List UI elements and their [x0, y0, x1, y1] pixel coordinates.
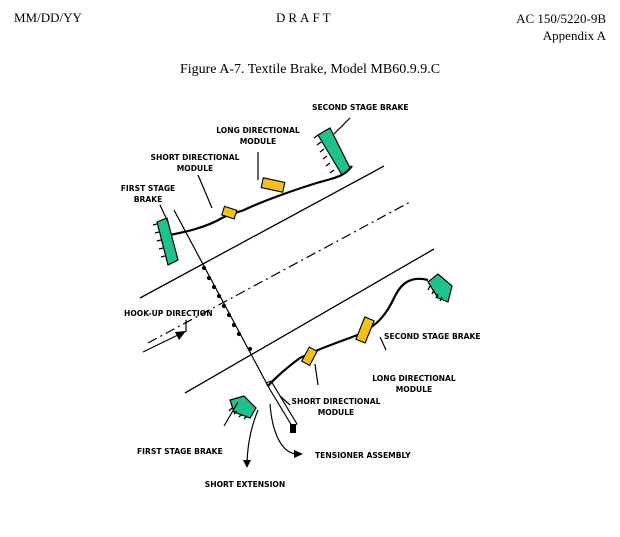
label-short-directional-module-top-1: SHORT DIRECTIONAL	[151, 153, 240, 162]
tape-route-top	[164, 165, 353, 238]
tensioner-assembly	[265, 380, 298, 433]
header-appendix: Appendix A	[542, 28, 606, 43]
label-hook-up-direction: HOOK-UP DIRECTION	[124, 309, 213, 318]
purchase-tape	[173, 209, 269, 387]
long-directional-module-top	[260, 177, 286, 193]
label-long-directional-module-bottom-1: LONG DIRECTIONAL	[372, 374, 456, 383]
long-directional-module-bottom	[355, 316, 375, 344]
header-doc-info: AC 150/5220-9B Appendix A	[516, 10, 606, 44]
second-stage-brake-bottom	[427, 273, 453, 303]
runway-edge-top	[139, 165, 385, 299]
second-stage-brake-top	[313, 127, 351, 176]
label-leaders	[159, 117, 387, 427]
header-doc-number: AC 150/5220-9B	[516, 11, 606, 26]
label-long-directional-module-top-1: LONG DIRECTIONAL	[216, 126, 300, 135]
tensioner-arrowhead	[294, 450, 303, 458]
label-long-directional-module-top-2: MODULE	[240, 137, 277, 146]
label-second-stage-brake-bottom: SECOND STAGE BRAKE	[384, 332, 481, 341]
label-first-stage-brake-top-2: BRAKE	[134, 195, 163, 204]
short-extension-arrow	[246, 409, 259, 463]
hook-up-direction-arrow	[142, 331, 186, 353]
short-directional-module-top	[221, 205, 238, 220]
runway-centerline	[147, 201, 411, 344]
short-directional-module-bottom	[300, 346, 318, 367]
label-second-stage-brake-top: SECOND STAGE BRAKE	[312, 103, 409, 112]
label-short-extension: SHORT EXTENSION	[205, 480, 285, 489]
first-stage-brake-top	[152, 217, 179, 266]
label-first-stage-brake-bottom: FIRST STAGE BRAKE	[137, 447, 223, 456]
header-date: MM/DD/YY	[14, 10, 82, 25]
first-stage-brake-bottom	[228, 395, 257, 420]
label-short-directional-module-top-2: MODULE	[177, 164, 214, 173]
short-extension-arrowhead	[243, 460, 251, 468]
label-tensioner-assembly: TENSIONER ASSEMBLY	[315, 451, 411, 460]
label-first-stage-brake-top-1: FIRST STAGE	[121, 184, 176, 193]
label-long-directional-module-bottom-2: MODULE	[396, 385, 433, 394]
label-short-directional-module-bottom-1: SHORT DIRECTIONAL	[292, 397, 381, 406]
figure-title: Figure A-7. Textile Brake, Model MB60.9.…	[179, 62, 441, 77]
header-draft-status: DRAFT	[276, 10, 334, 25]
label-short-directional-module-bottom-2: MODULE	[318, 408, 355, 417]
runway-edge-bottom	[184, 248, 435, 394]
tensioner-arrow	[269, 403, 297, 455]
